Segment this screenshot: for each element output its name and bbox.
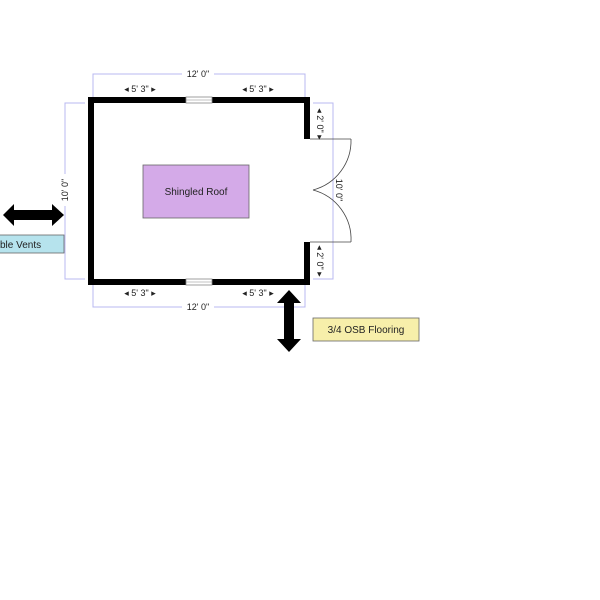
bottom-window [185,278,213,286]
double-door [310,138,352,243]
bottom-total-dimension: 12' 0" [187,302,209,312]
double-arrow-vertical-icon [277,290,301,352]
shingled-roof-label: Shingled Roof [165,187,228,198]
gable-vents-label: ble Vents [0,240,41,251]
right-height-dimension: 10' 0" [334,179,344,201]
osb-flooring-box [312,317,420,342]
top-left-dimension: ◂ 5' 3" ▸ [124,84,156,94]
top-total-dimension: 12' 0" [187,69,209,79]
gable-vents-box [0,234,65,254]
right-dimension-line [313,102,334,280]
left-height-dimension: 10' 0" [60,179,70,201]
bottom-left-dimension: ◂ 5' 3" ▸ [124,288,156,298]
bottom-right-dimension: ◂ 5' 3" ▸ [242,288,274,298]
double-arrow-horizontal-icon [3,204,64,226]
shingled-roof-box [142,164,250,219]
top-window [185,96,213,104]
top-right-dimension: ◂ 5' 3" ▸ [242,84,274,94]
right-lower-dimension: ◂ 2' 0" ▸ [315,245,325,277]
right-upper-dimension: ◂ 2' 0" ▸ [315,108,325,140]
osb-flooring-label: 3/4 OSB Flooring [328,325,405,336]
